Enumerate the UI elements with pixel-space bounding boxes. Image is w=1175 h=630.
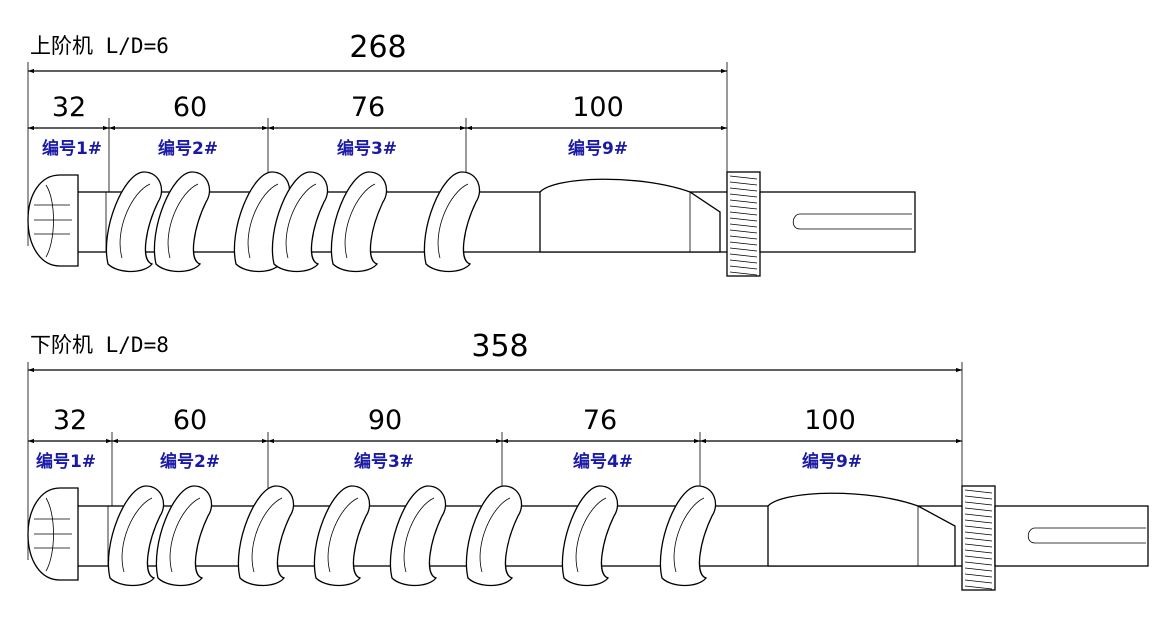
lower-thread-line-8	[964, 531, 993, 536]
lower-thread-line-11	[964, 549, 993, 554]
upper-thread-line-16	[729, 265, 758, 270]
lower-seg2-length: 60	[173, 405, 207, 436]
upper-seg1-length: 32	[52, 92, 86, 123]
lower-seg5-length: 100	[804, 405, 856, 436]
upper-screw-body	[27, 171, 916, 277]
upper-thread-line-17	[729, 271, 758, 276]
upper-shank	[759, 191, 916, 253]
lower-thread-line-2	[964, 495, 993, 500]
upper-flight-1-edge	[119, 183, 151, 259]
lower-total-length: 358	[471, 329, 528, 364]
upper-thread-line-3	[729, 187, 758, 192]
lower-flight-7-edge	[575, 497, 607, 573]
lower-flight-2-edge	[169, 497, 201, 573]
upper-thread-line-11	[729, 235, 758, 240]
upper-thread-line-9	[729, 223, 758, 228]
lower-seg3-code: 编号3#	[354, 451, 414, 472]
lower-thread-line-15	[964, 573, 993, 578]
upper-seg3-length: 76	[351, 92, 385, 123]
lower-thread-line-1	[964, 489, 993, 494]
lower-title: 下阶机 L/D=8	[30, 333, 169, 357]
lower-flight-6-edge	[479, 497, 511, 573]
lower-thread-line-3	[964, 501, 993, 506]
upper-thread-line-10	[729, 229, 758, 234]
upper-seg3-code: 编号3#	[337, 138, 397, 159]
upper-thread-line-4	[729, 193, 758, 198]
upper-thread-line-8	[729, 217, 758, 222]
upper-thread-line-13	[729, 247, 758, 252]
lower-seg5-code: 编号9#	[802, 451, 862, 472]
upper-flight-6-edge	[437, 183, 469, 259]
upper-thread-line-6	[729, 205, 758, 210]
lower-screw-body	[27, 485, 1149, 591]
lower-thread-line-7	[964, 525, 993, 530]
upper-thread-line-14	[729, 253, 758, 258]
lower-flight-1-edge	[121, 497, 153, 573]
lower-shank	[994, 505, 1149, 567]
lower-thread-line-5	[964, 513, 993, 518]
lower-thread-line-9	[964, 537, 993, 542]
upper-seg4-code: 编号9#	[568, 138, 628, 159]
lower-flight-5-edge	[403, 497, 435, 573]
lower-flight-4-edge	[327, 497, 359, 573]
lower-seg1-length: 32	[53, 405, 87, 436]
lower-seg2-code: 编号2#	[160, 451, 220, 472]
upper-thread-line-7	[729, 211, 758, 216]
upper-thread-line-15	[729, 259, 758, 264]
lower-seg3-length: 90	[368, 405, 402, 436]
lower-thread-line-17	[964, 585, 993, 590]
lower-seg1-code: 编号1#	[36, 451, 96, 472]
upper-thread-line-2	[729, 181, 758, 186]
lower-thread-line-10	[964, 543, 993, 548]
upper-screw-assembly: 上阶机 L/D=6 268 32 60 76 100 编号1# 编号2# 编号3…	[27, 30, 916, 277]
lower-flight-8-edge	[673, 497, 705, 573]
lower-thread-line-14	[964, 567, 993, 572]
lower-screw-assembly: 下阶机 L/D=8 358 32 60 90 76 100 编号1# 编号2# …	[27, 329, 1149, 591]
lower-seg4-code: 编号4#	[573, 451, 633, 472]
upper-thread-line-12	[729, 241, 758, 246]
lower-thread-line-16	[964, 579, 993, 584]
lower-thread-line-6	[964, 519, 993, 524]
upper-seg4-length: 100	[572, 92, 624, 123]
upper-title: 上阶机 L/D=6	[30, 34, 169, 58]
upper-seg2-code: 编号2#	[158, 138, 218, 159]
upper-thread-line-1	[729, 175, 758, 180]
lower-seg4-length: 76	[583, 405, 617, 436]
upper-flight-2-edge	[167, 183, 199, 259]
lower-thread-line-13	[964, 561, 993, 566]
upper-seg1-code: 编号1#	[42, 138, 102, 159]
upper-flight-4-edge	[285, 183, 317, 259]
upper-total-length: 268	[349, 30, 406, 65]
lower-flight-3-edge	[251, 497, 283, 573]
upper-thread-line-5	[729, 199, 758, 204]
upper-flight-3-edge	[247, 183, 279, 259]
lower-thread-line-4	[964, 507, 993, 512]
upper-flight-5-edge	[344, 183, 376, 259]
upper-seg2-length: 60	[173, 92, 207, 123]
lower-thread-line-12	[964, 555, 993, 560]
